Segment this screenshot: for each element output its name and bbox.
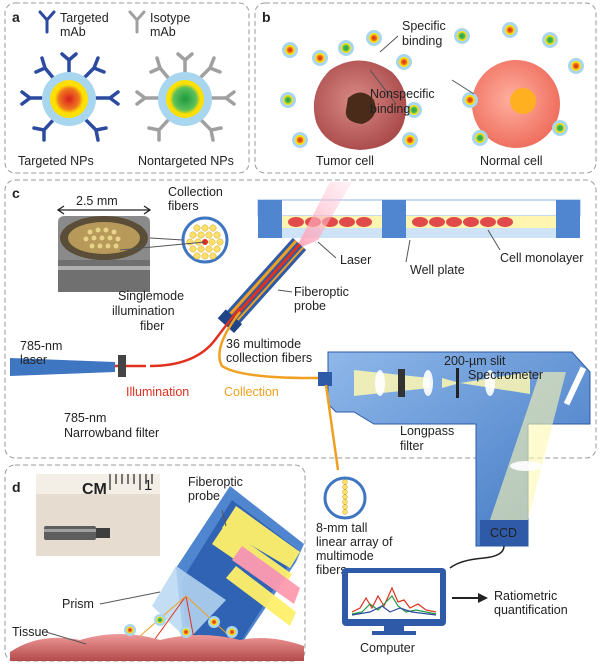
fiber-connector (318, 372, 332, 386)
label-slit: 200-µm slit (444, 354, 506, 368)
collection-fiber (218, 311, 330, 380)
computer-monitor (342, 568, 446, 635)
label-tumor-cell: Tumor cell (316, 154, 374, 168)
label-laser: Laser (340, 253, 371, 267)
label-specific-l1: Specific (402, 19, 446, 33)
label-nonspecific-l1: Nonspecific (370, 87, 435, 101)
legend-targeted-l1: Targeted (60, 11, 109, 25)
panel-b-frame (254, 2, 597, 174)
label-linear-l4: fibers (316, 563, 347, 577)
label-narrowband-l1: 785-nm (64, 411, 106, 425)
label-prism: Prism (62, 597, 94, 611)
laser-785-body (10, 358, 115, 376)
targeted-nanoparticle (20, 52, 120, 142)
label-specific-l2: binding (402, 34, 442, 48)
label-multimode-l2: collection fibers (226, 351, 312, 365)
narrowband-filter (118, 355, 126, 377)
panel-d-probe (152, 486, 304, 646)
label-singlemode-l2: illumination (112, 304, 175, 318)
scale-label: 2.5 mm (76, 194, 118, 208)
scale-bar (56, 205, 152, 215)
label-ccd: CCD (490, 526, 517, 540)
panel-d-leader-lines (45, 509, 227, 645)
ruler-cm: CM (82, 481, 107, 498)
fiberoptic-probe (217, 237, 307, 334)
laser-beam (295, 182, 352, 250)
label-probe-l1: Fiberoptic (188, 475, 243, 489)
legend-targeted-l2: mAb (60, 25, 86, 39)
linear-array-icon (323, 476, 367, 520)
panel-d-nanoparticles (124, 614, 238, 638)
label-longpass-l1: Longpass (400, 424, 454, 438)
legend-isotype-l2: mAb (150, 25, 176, 39)
panel-c-letter: c (12, 185, 20, 201)
isotype-mab-icon (128, 10, 146, 34)
label-linear-l3: multimode (316, 549, 374, 563)
label-normal-cell: Normal cell (480, 154, 543, 168)
panel-a-frame (4, 2, 250, 174)
label-tissue: Tissue (12, 625, 48, 639)
label-fiberoptic-probe-l2: probe (294, 299, 326, 313)
ruler-one: 1 (144, 477, 152, 494)
legend-isotype-l1: Isotype (150, 11, 190, 25)
ccd-cable (449, 545, 505, 569)
normal-nucleus (510, 88, 536, 114)
spectrometer-optics (354, 366, 587, 520)
label-nonspecific-l2: binding (370, 102, 410, 116)
panel-b-leader-lines (369, 35, 475, 105)
label-singlemode-l1: Singlemode (118, 289, 184, 303)
panel-a-letter: a (12, 9, 20, 25)
illumination-fiber (149, 307, 241, 368)
panel-c-frame (4, 179, 597, 459)
label-collection-fibers-l2: fibers (168, 199, 199, 213)
panel-d-letter: d (12, 479, 21, 495)
label-singlemode-l3: fiber (140, 319, 164, 333)
label-well-plate: Well plate (410, 263, 465, 277)
label-nontargeted-nps: Nontargeted NPs (138, 154, 234, 168)
label-ratiometric-l2: quantification (494, 603, 568, 617)
label-cell-monolayer: Cell monolayer (500, 251, 583, 265)
label-illumination: Illumination (126, 385, 189, 399)
label-linear-l2: linear array of (316, 535, 393, 549)
label-fiberoptic-probe-l1: Fiberoptic (294, 285, 349, 299)
ccd (480, 520, 528, 546)
tissue (10, 634, 304, 661)
label-probe-l2: probe (188, 489, 220, 503)
label-spectrometer: Spectrometer (468, 368, 543, 382)
label-laser-785-l2: laser (20, 353, 47, 367)
label-collection: Collection (224, 385, 279, 399)
label-laser-785-l1: 785-nm (20, 339, 62, 353)
targeted-mab-icon (38, 10, 56, 34)
label-linear-l1: 8-mm tall (316, 521, 367, 535)
label-longpass-l2: filter (400, 439, 424, 453)
label-computer: Computer (360, 641, 415, 655)
label-collection-fibers-l1: Collection (168, 185, 223, 199)
panel-c-leader-lines (119, 229, 501, 293)
panel-b-nanoparticles (280, 22, 584, 148)
label-ratiometric-l1: Ratiometric (494, 589, 557, 603)
arrow-icon (452, 593, 488, 603)
collection-to-array (324, 384, 340, 471)
label-targeted-nps: Targeted NPs (18, 154, 94, 168)
tumor-nucleus (345, 92, 376, 124)
label-multimode-l1: 36 multimode (226, 337, 301, 351)
nontargeted-nanoparticle (135, 52, 236, 142)
fiber-cross-section (181, 216, 229, 264)
ruler-photo (36, 474, 160, 556)
probe-tip-photo (58, 216, 150, 292)
label-narrowband-l2: Narrowband filter (64, 426, 159, 440)
panel-b-letter: b (262, 9, 271, 25)
